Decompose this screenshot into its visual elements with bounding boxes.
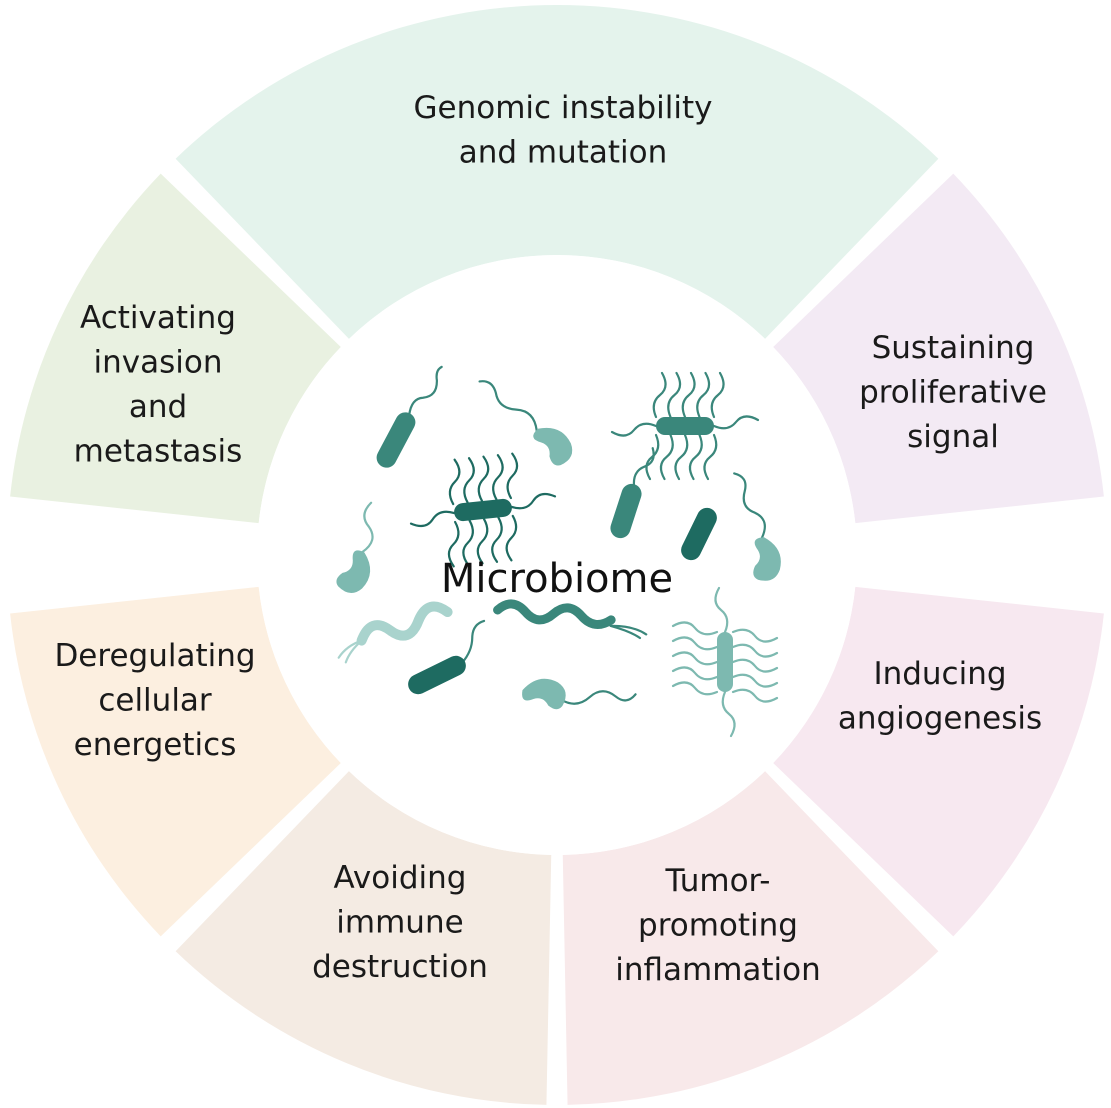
bacterium-comma-4 bbox=[522, 678, 637, 710]
segment-label-line: Deregulating bbox=[54, 638, 255, 674]
labels-layer: Genomic instability and mutationSustainin… bbox=[54, 90, 1046, 988]
segment-label-line: Inducing bbox=[873, 656, 1006, 692]
segment-label-genomic: Genomic instability and mutation bbox=[414, 90, 713, 171]
bacterium-flagellated-2 bbox=[409, 452, 557, 568]
bacterium-comma-2 bbox=[733, 472, 781, 581]
bacteria-illustration bbox=[336, 365, 781, 738]
segment-label-inflammation: Tumor-promoting inflammation bbox=[615, 863, 821, 988]
center-title: Microbiome bbox=[441, 556, 673, 602]
segment-label-line: Genomic instability bbox=[414, 90, 713, 126]
segment-label-line: signal bbox=[907, 419, 999, 455]
center-disk bbox=[257, 255, 857, 855]
bacterium-flagellated-1 bbox=[610, 371, 760, 481]
segment-label-line: Avoiding bbox=[334, 860, 467, 896]
segment-label-line: cellular bbox=[98, 683, 212, 719]
segment-inflammation bbox=[562, 771, 939, 1105]
bacterium-rod-2 bbox=[610, 447, 655, 539]
segment-label-line: destruction bbox=[312, 949, 488, 985]
segment-label-line: angiogenesis bbox=[838, 701, 1042, 737]
segment-label-line: metastasis bbox=[74, 434, 243, 470]
bacterium-spirillum-2 bbox=[493, 599, 648, 640]
segment-invasion bbox=[10, 173, 341, 524]
segment-label-angiogenesis: Inducing angiogenesis bbox=[838, 656, 1042, 737]
bacterium-rod-1 bbox=[376, 365, 443, 468]
segment-proliferative bbox=[773, 173, 1104, 524]
bacterium-comma-3 bbox=[336, 501, 374, 593]
segment-label-line: and bbox=[129, 389, 187, 425]
segment-genomic bbox=[175, 5, 939, 339]
bacterium-rod-3 bbox=[681, 507, 717, 561]
segment-label-immune: Avoiding immune destruction bbox=[312, 860, 488, 985]
segment-label-line: Activating bbox=[80, 300, 236, 336]
bacterium-flagellated-3 bbox=[671, 586, 779, 738]
segment-label-line: and mutation bbox=[459, 135, 668, 171]
segment-label-line: Tumor- bbox=[665, 863, 771, 899]
segment-label-line: promoting bbox=[638, 908, 798, 944]
segments-layer bbox=[10, 5, 1104, 1105]
segment-immune bbox=[175, 771, 552, 1105]
segment-label-invasion: Activating invasion and metastasis bbox=[74, 300, 243, 470]
bacterium-rod-4 bbox=[408, 619, 486, 695]
segment-energetics bbox=[10, 586, 341, 937]
segment-angiogenesis bbox=[773, 586, 1104, 937]
segment-label-line: energetics bbox=[74, 727, 237, 763]
segment-label-line: inflammation bbox=[615, 952, 821, 988]
bacterium-spirillum-1 bbox=[337, 601, 453, 664]
segment-label-line: Sustaining bbox=[872, 330, 1035, 366]
segment-label-line: proliferative bbox=[859, 375, 1047, 411]
segment-label-line: immune bbox=[336, 905, 463, 941]
bacterium-comma-1 bbox=[478, 380, 573, 466]
segment-label-energetics: Deregulating cellular energetics bbox=[54, 638, 255, 763]
segment-label-line: invasion bbox=[94, 345, 223, 381]
segment-label-proliferative: Sustaining proliferative signal bbox=[859, 330, 1047, 455]
